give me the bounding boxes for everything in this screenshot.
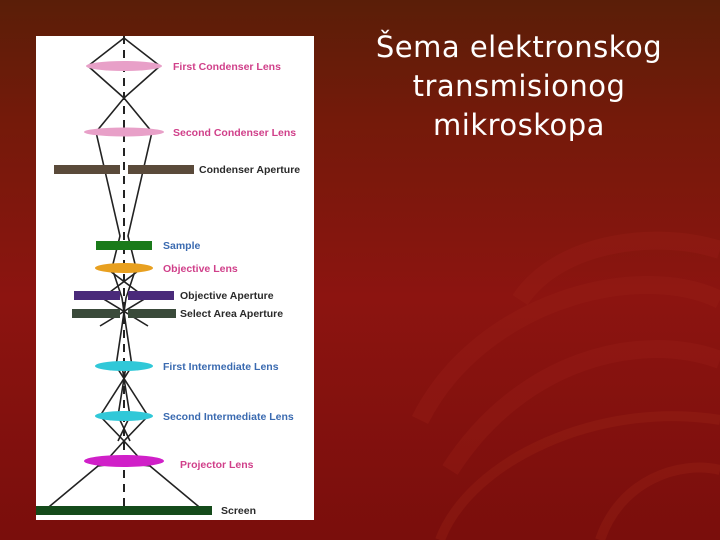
sample-label: Sample (163, 240, 201, 252)
select-area-aperture-shape-right (128, 309, 176, 318)
slide-title: Šema elektronskog transmisionog mikrosko… (322, 28, 716, 145)
objective-aperture-label: Objective Aperture (180, 290, 274, 302)
first-condenser-lens-label: First Condenser Lens (173, 61, 281, 73)
second-condenser-lens-shape (84, 127, 164, 137)
second-intermediate-lens-shape (95, 411, 153, 421)
select-area-aperture-shape-left (72, 309, 120, 318)
condenser-aperture-shape-right (128, 165, 194, 174)
projector-lens-shape (84, 455, 164, 467)
first-condenser-lens-shape (86, 61, 162, 71)
sample-shape (96, 241, 152, 250)
title-line-2: transmisionog (412, 69, 626, 103)
objective-lens-shape (95, 263, 153, 273)
objective-aperture-shape-left (74, 291, 120, 300)
tem-diagram-panel: First Condenser Lens Second Condenser Le… (36, 36, 314, 520)
second-intermediate-lens-label: Second Intermediate Lens (163, 411, 294, 423)
objective-aperture-shape-right (128, 291, 174, 300)
screen-label: Screen (221, 505, 256, 517)
first-intermediate-lens-label: First Intermediate Lens (163, 361, 279, 373)
condenser-aperture-label: Condenser Aperture (199, 164, 300, 176)
screen-shape (36, 506, 212, 515)
title-line-3: mikroskopa (433, 108, 605, 142)
projector-lens-label: Projector Lens (180, 459, 254, 471)
condenser-aperture-shape-left (54, 165, 120, 174)
objective-lens-label: Objective Lens (163, 263, 238, 275)
title-line-1: Šema elektronskog (375, 30, 663, 64)
first-intermediate-lens-shape (95, 361, 153, 371)
select-area-aperture-label: Select Area Aperture (180, 308, 283, 320)
second-condenser-lens-label: Second Condenser Lens (173, 127, 296, 139)
tem-diagram: First Condenser Lens Second Condenser Le… (36, 36, 300, 517)
